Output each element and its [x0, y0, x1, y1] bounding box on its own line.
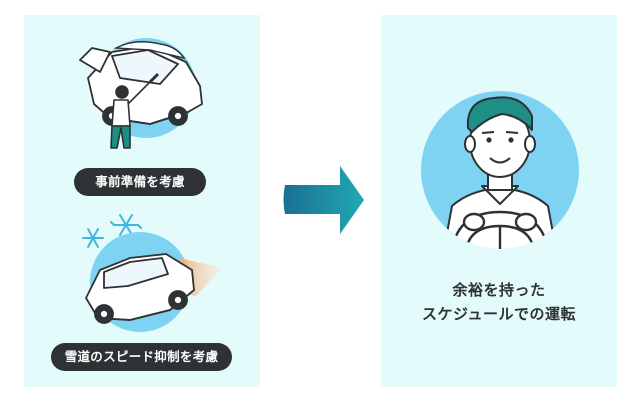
steering-wheel-icon: [450, 210, 550, 249]
car-driving-snow-icon: [85, 232, 222, 332]
person-brushing-car-icon: [79, 38, 203, 149]
step-label-preparation: 事前準備を考慮: [74, 168, 206, 196]
caption-line-1: 余裕を持った: [452, 281, 546, 299]
driver-smiling-icon: [421, 91, 579, 249]
step-label-speed-control: 雪道のスピード抑制を考慮: [51, 343, 232, 371]
caption-line-2: スケジュールでの運転: [422, 305, 576, 323]
arrow-right-icon: [283, 166, 364, 234]
